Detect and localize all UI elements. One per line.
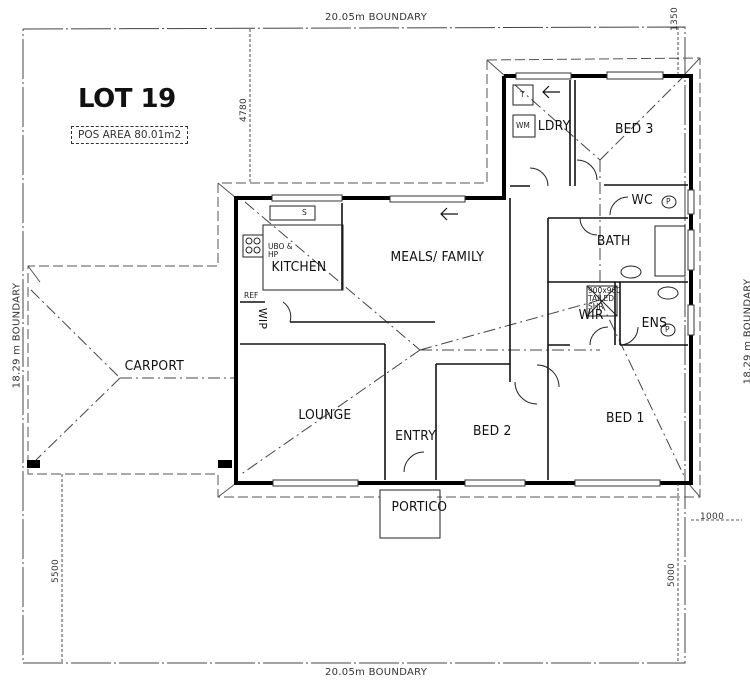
room-bed3: BED 3 [615,122,654,137]
ens-toilet-label: P [665,325,670,334]
room-portico: PORTICO [391,500,448,515]
bath-basin [620,265,642,279]
room-entry: ENTRY [395,429,436,444]
room-wc: WC [631,193,653,208]
room-ens: ENS [641,316,668,331]
wc-toilet [661,195,677,209]
roof-hip-lines [27,57,701,498]
bottom-boundary-label: 20.05m BOUNDARY [325,667,428,678]
right-boundary-label: 18.29 m BOUNDARY [742,278,750,385]
external-walls [234,74,693,485]
dim-5000: 5000 [667,562,678,588]
portico-slab [379,489,441,539]
top-boundary-label: 20.05m BOUNDARY [325,12,428,23]
room-bed1: BED 1 [606,411,645,426]
arrows [440,85,560,221]
washing-machine-label: WM [516,121,530,130]
ens-toilet [660,323,676,337]
windows [271,71,695,487]
dim-5500: 5500 [51,558,62,584]
left-boundary-label: 18.29 m BOUNDARY [11,282,23,389]
shower-label: 900x900 TAILED SHR [588,286,622,311]
ref-label: REF [244,291,259,300]
bath-tub [654,225,686,277]
room-bed2: BED 2 [473,424,512,439]
trough-label: T [520,90,525,99]
pos-area-label: POS AREA 80.01m2 [71,126,189,144]
dim-4780: 4780 [239,97,250,123]
internal-walls [240,80,688,480]
cooktop-fixture [242,234,264,258]
room-wip: WIP [256,307,270,330]
lot-boundary [22,26,686,664]
sink-fixture [269,205,316,221]
room-meals-family: MEALS/ FAMILY [390,250,485,265]
room-ldry: LDRY [537,119,571,134]
wc-toilet-label: P [666,197,671,206]
room-wir: WIR [578,308,604,323]
room-carport: CARPORT [124,359,184,374]
dim-1350: 1350 [670,6,681,32]
eaves-outline [27,57,701,498]
uvo-hp-label: UBO & HP [268,242,293,259]
fixtures [242,84,686,539]
dimension-lines [61,27,742,663]
carport-posts [27,460,232,468]
ens-basin [657,286,679,300]
room-kitchen: KITCHEN [271,260,327,275]
room-lounge: LOUNGE [298,408,352,423]
dim-1000: 1000 [700,512,725,522]
washing-machine-fixture [512,114,536,138]
lot-title: LOT 19 [78,84,176,114]
trough-fixture [512,84,534,106]
kitchen-bench [262,224,344,291]
shower-fixture [586,285,618,317]
sink-label: S [302,208,307,217]
room-bath: BATH [596,234,631,249]
door-swings [282,159,639,473]
